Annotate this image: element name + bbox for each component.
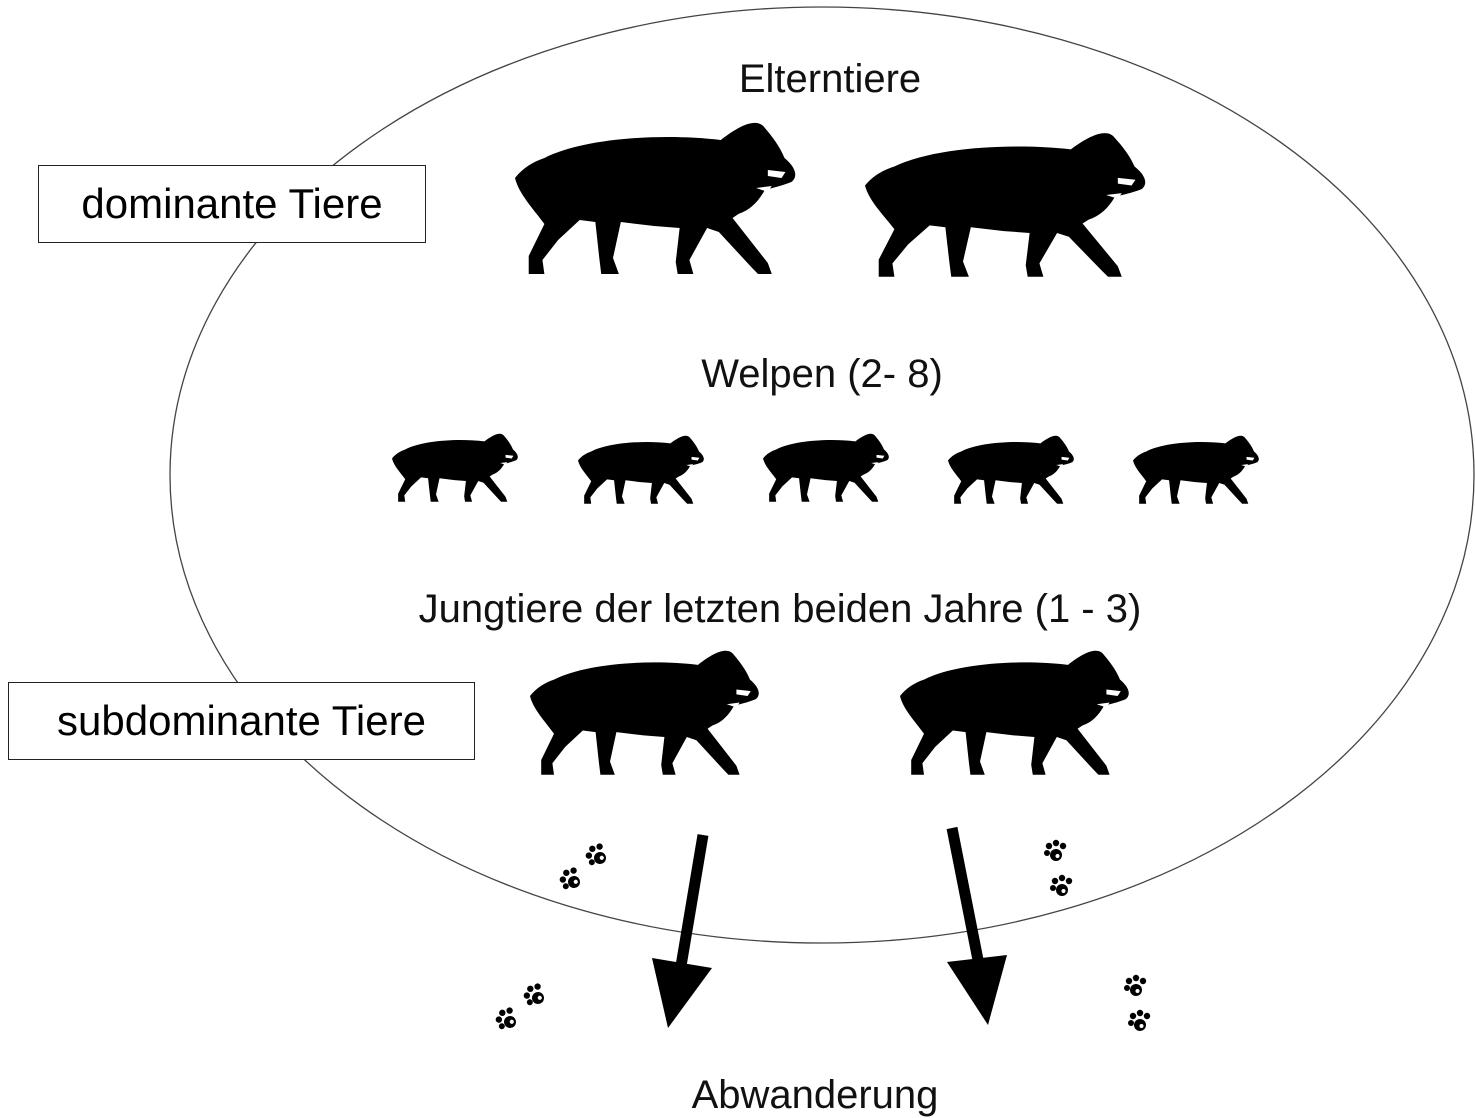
pups-label: Welpen (2- 8) [701,352,943,396]
paw-print-icon [555,839,612,895]
pack-territory-ellipse [169,6,1475,944]
yearlings-label: Jungtiere der letzten beiden Jahre (1 - … [419,587,1142,631]
wolf-silhouette-icon [530,650,759,775]
wolf-silhouette-icon [1133,435,1259,504]
dispersal-label: Abwanderung [692,1073,939,1117]
dominant-animals-box: dominante Tiere [38,165,426,243]
wolf-silhouette-icon [763,433,889,502]
subdominant-animals-label: subdominante Tiere [57,697,426,744]
wolf-silhouette-icon [865,133,1146,277]
arrow-down-icon [652,834,712,1028]
wolf-silhouette-icon [392,433,518,502]
paw-print-icon [1044,839,1073,896]
paw-print-icon [1124,974,1151,1031]
paw-print-icon [491,979,550,1035]
dominant-animals-label: dominante Tiere [81,180,383,227]
wolf-silhouette-icon [578,435,704,504]
parents-label: Elterntiere [739,57,921,101]
wolf-silhouette-icon [900,650,1129,775]
subdominant-animals-box: subdominante Tiere [8,682,475,760]
wolf-silhouette-icon [948,435,1074,504]
arrow-down-icon [946,826,1007,1025]
wolf-silhouette-icon [515,122,796,274]
